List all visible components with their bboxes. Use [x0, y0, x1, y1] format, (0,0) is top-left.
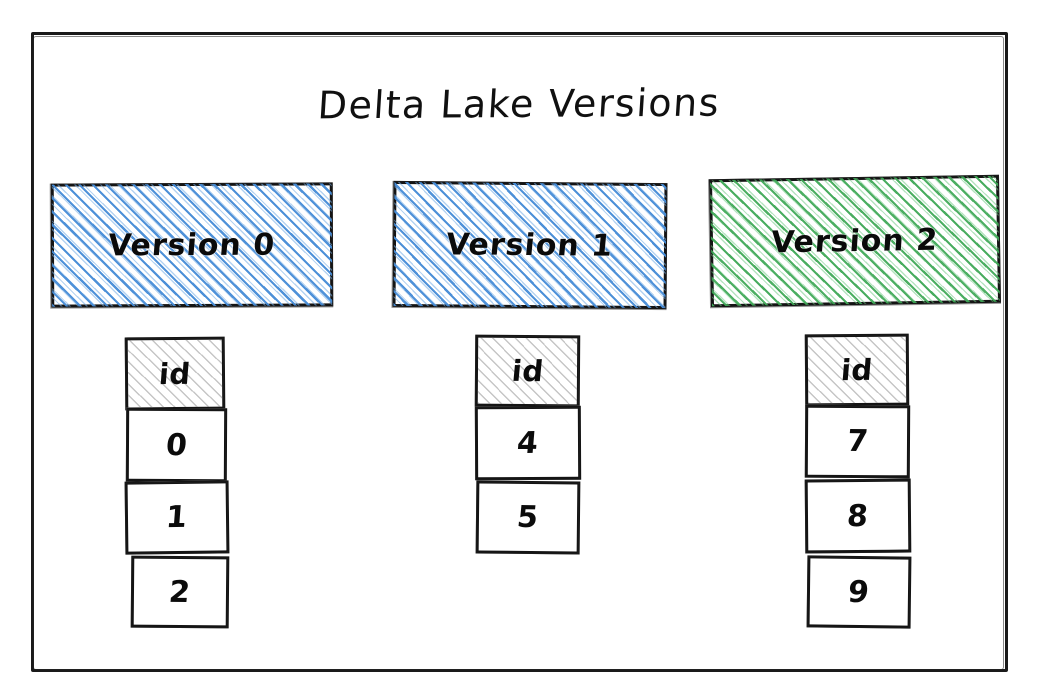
table-column-header-label-2: id [839, 352, 875, 388]
page-title: Delta Lake Versions [316, 80, 722, 128]
table-row: 1 [124, 480, 230, 555]
table-row: 5 [475, 480, 581, 555]
table-cell-value: 4 [515, 425, 541, 461]
version-header-label-0: Version 0 [106, 227, 278, 263]
version-header-label-1: Version 1 [444, 226, 616, 264]
table-cell-value: 5 [515, 499, 541, 536]
version-header-box-2[interactable]: Version 2 [708, 174, 1002, 309]
table-row: 8 [804, 478, 912, 554]
table-column-header-label-1: id [510, 353, 545, 389]
table-row: 2 [130, 555, 230, 629]
version-header-box-1[interactable]: Version 1 [391, 180, 668, 311]
table-column-header-label-0: id [157, 356, 193, 391]
version-header-box-0[interactable]: Version 0 [49, 182, 334, 309]
table-column-header-0: id [124, 336, 226, 411]
table-cell-value: 9 [846, 574, 872, 610]
table-cell-value: 0 [164, 427, 189, 463]
table-cell-value: 8 [845, 498, 871, 534]
table-row: 9 [806, 555, 912, 629]
table-row: 4 [474, 405, 582, 481]
version-header-label-2: Version 2 [770, 222, 940, 260]
table-cell-value: 1 [164, 499, 190, 536]
table-row: 7 [804, 404, 911, 479]
table-row: 0 [125, 407, 228, 483]
diagram-outer-frame [31, 32, 1008, 672]
table-column-header-1: id [474, 334, 581, 408]
table-cell-value: 2 [167, 574, 193, 610]
table-column-header-2: id [804, 333, 910, 407]
table-cell-value: 7 [845, 423, 870, 460]
